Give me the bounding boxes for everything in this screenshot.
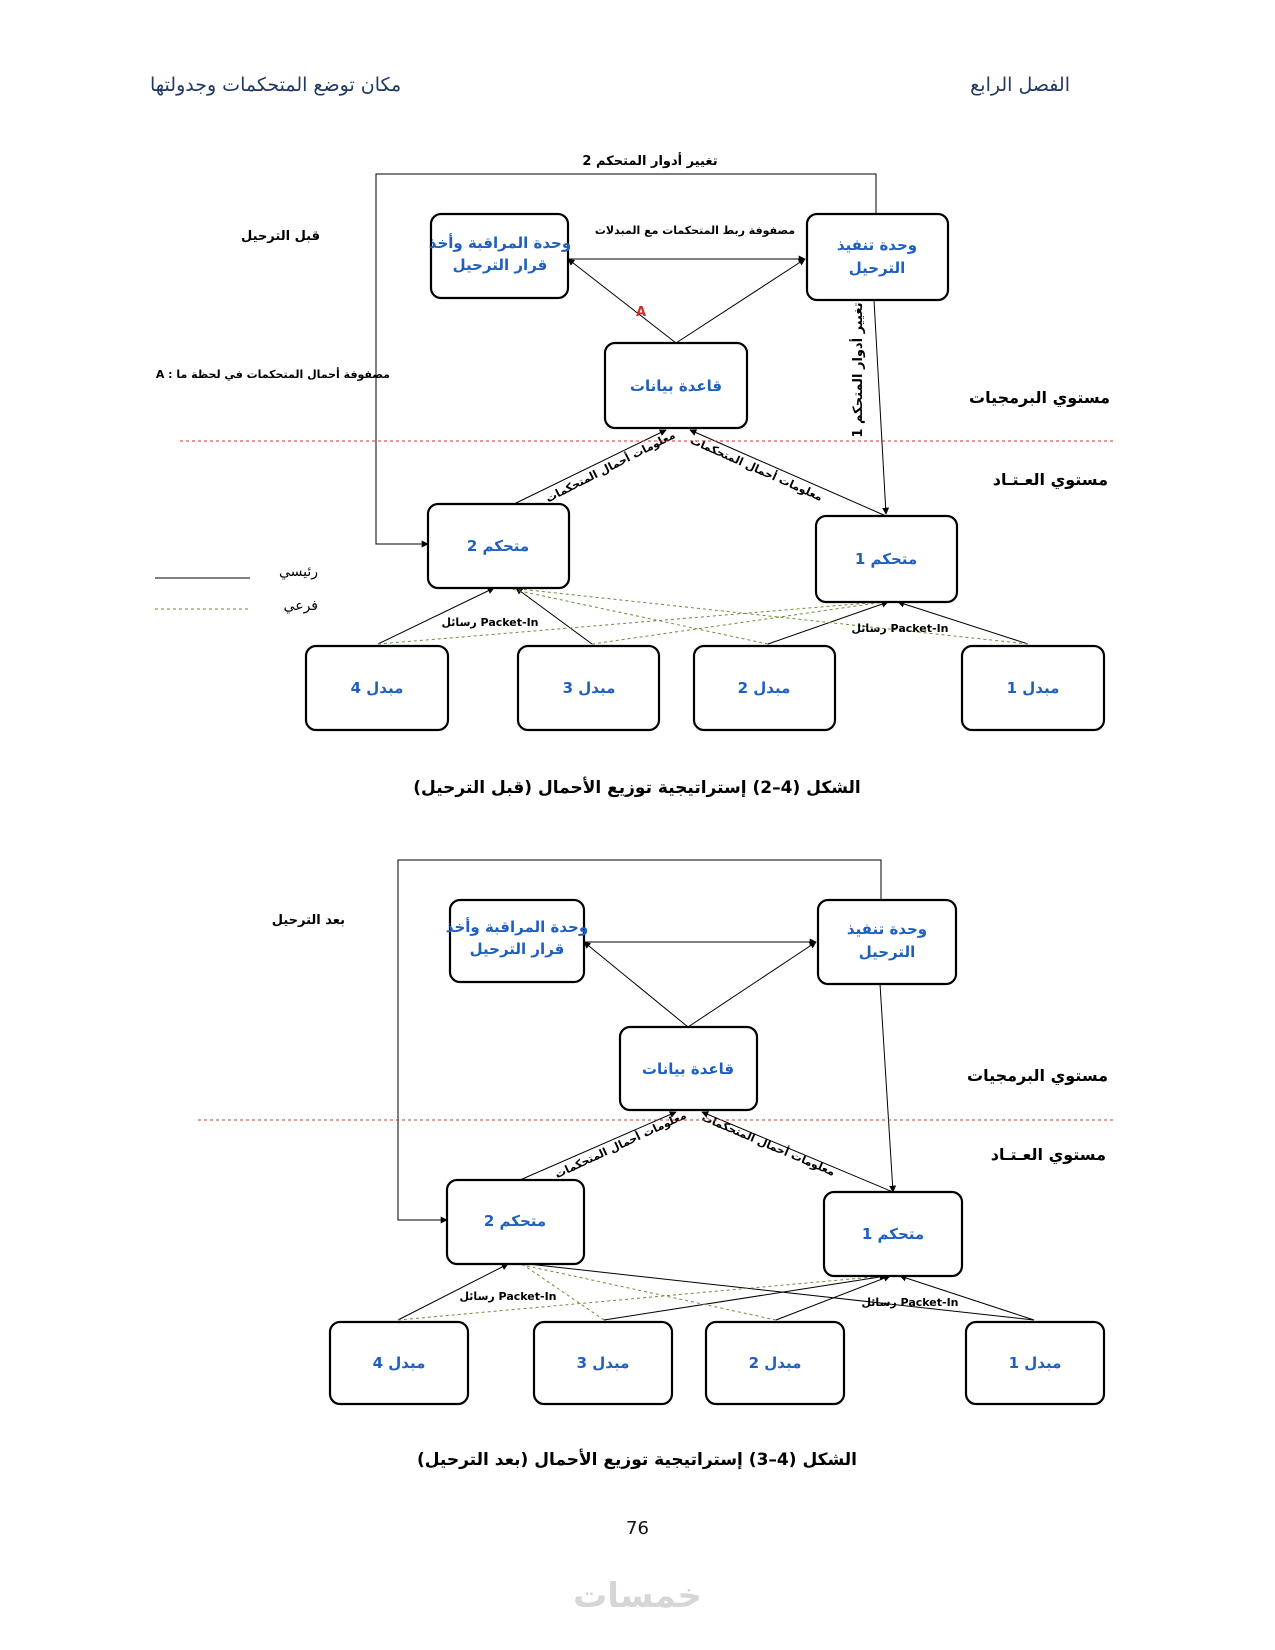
sw3-main-line-2 bbox=[603, 1273, 887, 1321]
software-level-label-2: مستوي البرمجيات bbox=[967, 1066, 1108, 1086]
legend-main-label: رئيسي bbox=[279, 564, 318, 580]
state-label: قبل الترحيل bbox=[241, 229, 320, 244]
database-label: قاعدة بيانات bbox=[630, 377, 722, 395]
hardware-level-label: مستوي العـتـاد bbox=[993, 470, 1108, 490]
switch-4-label-2: مبدل 4 bbox=[373, 1354, 426, 1372]
role-change-loop-line bbox=[397, 859, 882, 1224]
marker-a: A bbox=[636, 305, 646, 320]
hardware-level-label-2: مستوي العـتـاد bbox=[991, 1145, 1106, 1165]
sw3-main-line bbox=[515, 587, 593, 645]
controller-1-label: متحكم 1 bbox=[855, 550, 917, 568]
switch-3-label-2: مبدل 3 bbox=[577, 1354, 630, 1372]
page-number: 76 bbox=[626, 1518, 649, 1539]
ctrl2-to-db-arrow bbox=[513, 429, 667, 505]
legend-sub-label: فرعي bbox=[284, 598, 318, 614]
ctrl2-to-db-arrow-2 bbox=[519, 1111, 677, 1181]
switch-1-label: مبدل 1 bbox=[1007, 679, 1060, 697]
db-to-executor-line-2 bbox=[687, 941, 817, 1028]
section-header: مكان توضع المتحكمات وجدولتها bbox=[150, 74, 402, 96]
database-box-2: قاعدة بيانات bbox=[618, 1025, 759, 1112]
figure-before-migration: تغيير أدوار المتحكم 2 مصفوفة ربط المتحكم… bbox=[155, 152, 1115, 798]
db-to-monitor-line bbox=[567, 258, 677, 344]
sw1-main-line-2 bbox=[899, 1274, 1035, 1321]
watermark-logo: خمسات bbox=[573, 1576, 702, 1616]
switch-2-box: مبدل 2 bbox=[692, 644, 837, 732]
monitor-line-1-2: وحدة المراقبة وأخذ bbox=[446, 917, 588, 936]
sw2-main-line bbox=[767, 600, 889, 645]
packet-in-left-label: رسائل Packet-In bbox=[441, 616, 538, 629]
chapter-header: الفصل الرابع bbox=[970, 74, 1070, 96]
sw2-sub-line bbox=[505, 587, 769, 645]
role-change-1-label: تغيير أدوار المتحكم 1 bbox=[849, 302, 866, 437]
switch-3-box: مبدل 3 bbox=[516, 644, 661, 732]
controller-2-label: متحكم 2 bbox=[467, 537, 529, 555]
load-matrix-label: A : مصفوفة أحمال المتحكمات في لحظة ما bbox=[156, 367, 390, 381]
switch-4-box-2: مبدل 4 bbox=[328, 1320, 470, 1406]
switch-2-label: مبدل 2 bbox=[738, 679, 791, 697]
sw4-main-line-2 bbox=[397, 1263, 509, 1321]
controller-2-box: متحكم 2 bbox=[426, 502, 571, 590]
executor-to-ctrl1-arrow-2 bbox=[879, 983, 897, 1193]
ctrl1-to-db-arrow bbox=[689, 429, 887, 517]
switch-3-box-2: مبدل 3 bbox=[532, 1320, 674, 1406]
controller-1-box: متحكم 1 bbox=[814, 514, 959, 604]
controller-1-label-2: متحكم 1 bbox=[862, 1225, 924, 1243]
monitor-line-2-2: قرار الترحيل bbox=[470, 940, 565, 958]
database-box: قاعدة بيانات bbox=[603, 341, 749, 430]
role-change-2-label: تغيير أدوار المتحكم 2 bbox=[582, 152, 717, 169]
sw1-cross-line-2 bbox=[527, 1263, 1035, 1321]
sw1-main-line bbox=[897, 600, 1029, 645]
db-to-executor-line bbox=[675, 258, 806, 344]
switch-1-label-2: مبدل 1 bbox=[1009, 1354, 1062, 1372]
monitor-line-1: وحدة المراقبة وأخذ bbox=[429, 233, 571, 252]
matrix-label: مصفوفة ربط المتحكمات مع المبدلات bbox=[595, 224, 795, 237]
switch-2-box-2: مبدل 2 bbox=[704, 1320, 846, 1406]
executor-line-1: وحدة تنفيذ bbox=[837, 236, 917, 254]
switch-3-label: مبدل 3 bbox=[563, 679, 616, 697]
role-change-2-line bbox=[375, 173, 877, 548]
packet-in-left-label-2: رسائل Packet-In bbox=[459, 1290, 556, 1303]
switch-4-label: مبدل 4 bbox=[351, 679, 404, 697]
executor-line-1-2: وحدة تنفيذ bbox=[847, 920, 927, 938]
executor-line-2: الترحيل bbox=[849, 259, 906, 277]
figure-2-caption: الشكل (4–3) إستراتيجية توزيع الأحمال (بع… bbox=[417, 1449, 857, 1470]
packet-in-right-label-2: رسائل Packet-In bbox=[861, 1296, 958, 1309]
sw3-sub-line-2 bbox=[521, 1263, 605, 1321]
executor-to-ctrl1-arrow bbox=[873, 299, 890, 515]
database-label-2: قاعدة بيانات bbox=[642, 1060, 734, 1078]
monitor-box-2: وحدة المراقبة وأخذ قرار الترحيل bbox=[446, 898, 588, 984]
switch-1-box-2: مبدل 1 bbox=[964, 1320, 1106, 1406]
monitor-box: وحدة المراقبة وأخذ قرار الترحيل bbox=[429, 212, 571, 300]
sw2-sub-line-2 bbox=[517, 1263, 777, 1321]
db-to-monitor-line-2 bbox=[583, 941, 689, 1028]
switch-2-label-2: مبدل 2 bbox=[749, 1354, 802, 1372]
software-level-label: مستوي البرمجيات bbox=[969, 388, 1110, 408]
figure-after-migration: معلومات أحمال المتحكمات معلومات أحمال ال… bbox=[198, 859, 1115, 1470]
controller-1-box-2: متحكم 1 bbox=[822, 1190, 964, 1278]
sw1-sub-line bbox=[509, 587, 1029, 645]
sw4-main-line bbox=[377, 587, 495, 645]
controller-2-label-2: متحكم 2 bbox=[484, 1212, 546, 1230]
state-label-2: بعد الترحيل bbox=[272, 913, 345, 928]
ctrl1-to-db-arrow-2 bbox=[701, 1111, 894, 1193]
switch-4-box: مبدل 4 bbox=[304, 644, 450, 732]
monitor-line-2: قرار الترحيل bbox=[453, 256, 548, 274]
executor-box: وحدة تنفيذ الترحيل bbox=[805, 212, 950, 302]
controller-2-box-2: متحكم 2 bbox=[445, 1178, 586, 1266]
load-info-right-label: معلومات أحمال المتحكمات bbox=[688, 433, 825, 504]
load-info-left-label-2: معلومات أحمال المتحكمات bbox=[552, 1108, 688, 1181]
load-info-left-label: معلومات أحمال المتحكمات bbox=[543, 428, 677, 506]
figure-1-caption: الشكل (4–2) إستراتيجية توزيع الأحمال (قب… bbox=[413, 777, 861, 798]
sw3-sub-line bbox=[591, 601, 885, 645]
switch-1-box: مبدل 1 bbox=[960, 644, 1106, 732]
executor-box-2: وحدة تنفيذ الترحيل bbox=[816, 898, 958, 986]
packet-in-right-label: رسائل Packet-In bbox=[851, 622, 948, 635]
executor-line-2-2: الترحيل bbox=[859, 943, 916, 961]
